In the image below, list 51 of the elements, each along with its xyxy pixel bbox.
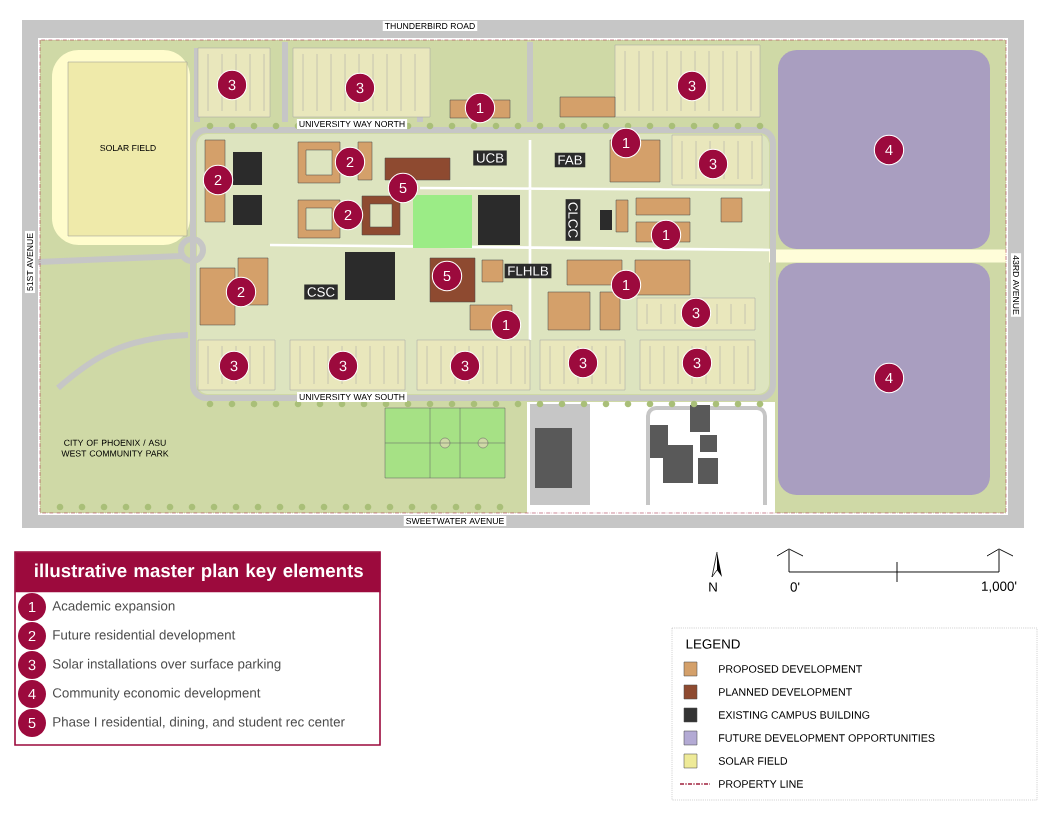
scale-label: 1,000' — [982, 581, 1017, 593]
road-label: 43RD AVENUE — [1010, 253, 1022, 317]
area-label: CITY OF PHOENIX / ASU WEST COMMUNITY PARK — [61, 439, 169, 457]
callout-number: 3 — [216, 69, 248, 101]
callout-number: 3 — [218, 350, 250, 382]
callout-number: 4 — [873, 362, 905, 394]
callout-number: 3 — [680, 297, 712, 329]
area-label: SOLAR FIELD — [100, 144, 156, 152]
callout-number: 2 — [18, 622, 46, 650]
callout-number: 1 — [464, 92, 496, 124]
legend-text: SOLAR FIELD — [718, 757, 788, 765]
legend-text: EXISTING CAMPUS BUILDING — [719, 711, 870, 719]
callout-number: 1 — [18, 593, 46, 621]
callout-number: 3 — [18, 651, 46, 679]
north-label: N — [709, 582, 717, 592]
callout-number: 3 — [676, 70, 708, 102]
legend-text: FUTURE DEVELOPMENT OPPORTUNITIES — [719, 734, 935, 742]
callout-number: 5 — [431, 260, 463, 292]
road-label: UNIVERSITY WAY SOUTH — [297, 391, 407, 403]
callout-number: 2 — [334, 146, 366, 178]
key-item-text: Phase I residential, dining, and student rec center — [53, 716, 345, 730]
callout-number: 3 — [449, 350, 481, 382]
callout-number: 4 — [873, 134, 905, 166]
key-item-text: Community economic development — [52, 687, 261, 701]
callout-number: 3 — [327, 350, 359, 382]
callout-number: 1 — [650, 219, 682, 251]
callout-number: 3 — [567, 347, 599, 379]
callout-number: 3 — [681, 347, 713, 379]
key-item-text: Future residential development — [53, 629, 236, 643]
key-item-text: Academic expansion — [52, 600, 175, 614]
scale-label: 0' — [790, 582, 800, 592]
callout-number: 1 — [610, 127, 642, 159]
callout-number: 5 — [18, 709, 46, 737]
road-label: SWEETWATER AVENUE — [403, 515, 507, 527]
legend-text: PROPERTY LINE — [719, 780, 803, 788]
callout-number: 1 — [490, 309, 522, 341]
callout-number: 3 — [344, 72, 376, 104]
callout-number: 2 — [225, 276, 257, 308]
road-label: 51ST AVENUE — [24, 230, 36, 294]
road-label: UNIVERSITY WAY NORTH — [296, 118, 408, 130]
legend-text: PLANNED DEVELOPMENT — [719, 688, 852, 696]
road-label: THUNDERBIRD ROAD — [382, 20, 478, 32]
callout-number: 5 — [387, 172, 419, 204]
key-item-text: Solar installations over surface parking — [52, 658, 281, 672]
legend-heading: LEGEND — [686, 639, 740, 649]
legend-text: PROPOSED DEVELOPMENT — [719, 665, 863, 673]
callout-number: 3 — [697, 148, 729, 180]
callout-number: 2 — [202, 164, 234, 196]
callout-number: 4 — [18, 680, 46, 708]
callout-number: 2 — [332, 199, 364, 231]
callout-number: 1 — [610, 269, 642, 301]
